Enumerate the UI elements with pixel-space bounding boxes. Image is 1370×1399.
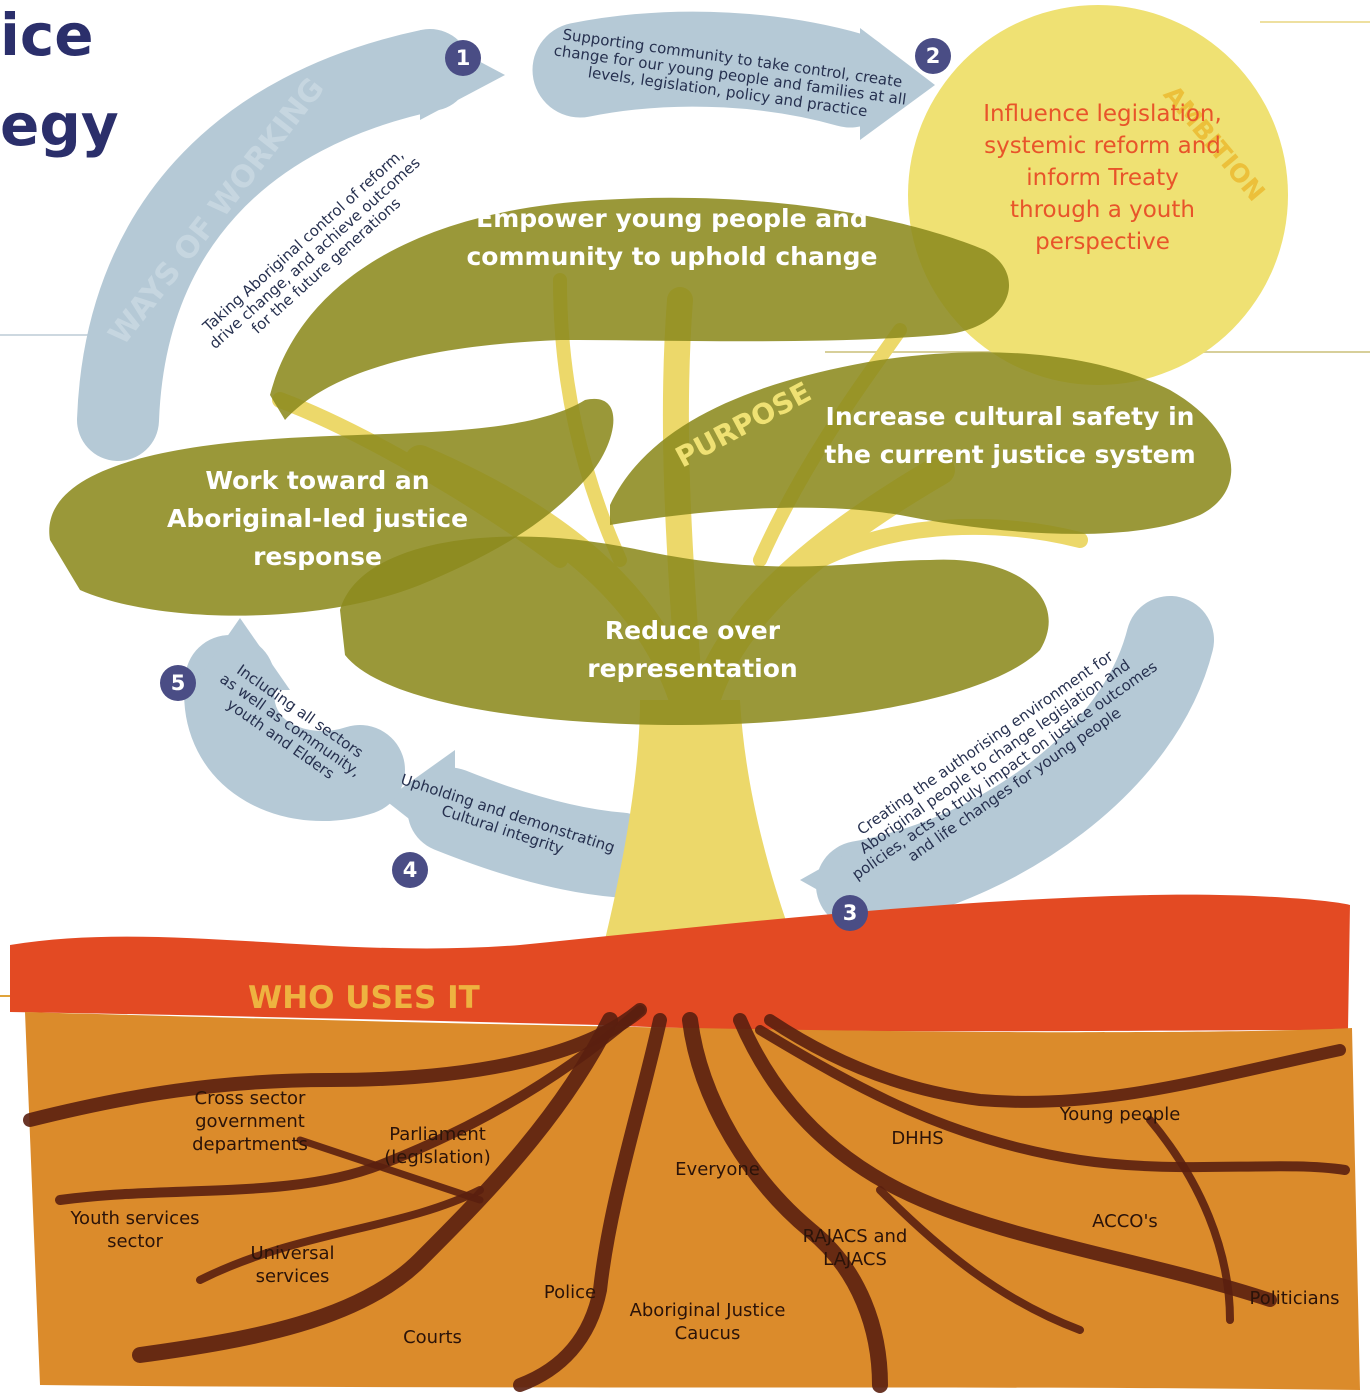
ways-of-working-arrows [77, 11, 1214, 929]
user-universal-services: Universal services [250, 1243, 335, 1287]
step-badge-3: 3 [832, 895, 868, 931]
user-dhhs: DHHS [891, 1128, 944, 1149]
purpose-reduce-over-representation: Reduce over representation [587, 616, 798, 683]
step-badge-4: 4 [392, 852, 428, 888]
user-accos: ACCO's [1092, 1211, 1158, 1232]
who-uses-it-heading: WHO USES IT [248, 980, 480, 1016]
user-rajacs-lajacs: RAJACS and LAJACS [802, 1226, 908, 1270]
step-badge-2: 2 [915, 38, 951, 74]
ground-red-band [10, 894, 1350, 1032]
user-police: Police [543, 1282, 597, 1303]
arrow-head-4 [385, 750, 455, 855]
step-badge-1: 1 [445, 40, 481, 76]
user-everyone: Everyone [675, 1159, 760, 1180]
arrow-step-4 [407, 767, 663, 898]
user-aboriginal-justice-caucus: Aboriginal Justice Caucus [629, 1300, 786, 1344]
user-cross-sector-government: Cross sector government departments [192, 1088, 308, 1155]
tree-roots [23, 1003, 1350, 1393]
page-title-line-1: ice [0, 1, 94, 69]
user-young-people: Young people [1059, 1104, 1181, 1125]
ambition-text: Influence legislation, systemic reform a… [983, 101, 1222, 255]
user-youth-services-sector: Youth services sector [70, 1208, 200, 1252]
page-title-line-2: egy [0, 91, 119, 159]
canopy-top [270, 197, 1010, 420]
arrow-step-5 [184, 635, 405, 821]
purpose-aboriginal-led: Work toward an Aboriginal-led justice re… [166, 466, 469, 571]
arrow-head-2 [860, 28, 935, 140]
purpose-cultural-safety: Increase cultural safety in the current … [824, 402, 1196, 469]
user-parliament: Parliament (legislation) [384, 1124, 491, 1168]
step-badge-5: 5 [160, 665, 196, 701]
purpose-empower: Empower young people and community to up… [466, 204, 878, 271]
user-courts: Courts [403, 1327, 462, 1348]
arrow-step-1 [77, 29, 471, 461]
canopy-left [49, 398, 614, 616]
arrow-head-5 [190, 618, 290, 690]
user-politicians: Politicians [1249, 1288, 1340, 1309]
canopy-right [610, 352, 1232, 534]
tree-canopy [49, 197, 1232, 725]
arrow-step-3 [816, 596, 1214, 929]
arrow-step-2 [532, 11, 898, 128]
canopy-bottom [340, 536, 1049, 725]
